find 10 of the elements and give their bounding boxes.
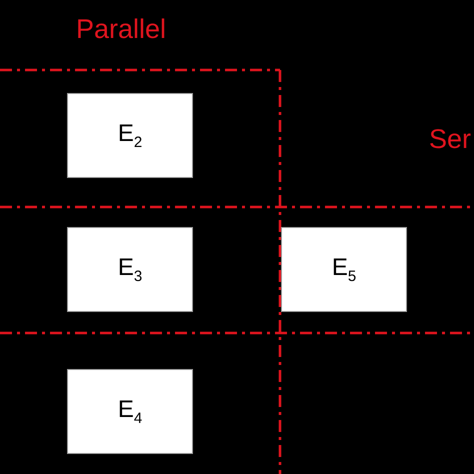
element-box [67, 93, 193, 178]
group-heading: Ser [429, 124, 472, 155]
element-box [67, 369, 193, 454]
group-heading: Parallel [76, 14, 166, 45]
element-label: E$_{2}$ [118, 120, 142, 151]
element-box [281, 227, 407, 312]
element-label: E$_{3}$ [118, 254, 142, 285]
element-label: E$_{5}$ [332, 254, 356, 285]
element-box [67, 227, 193, 312]
element-label: E$_{4}$ [118, 396, 142, 427]
